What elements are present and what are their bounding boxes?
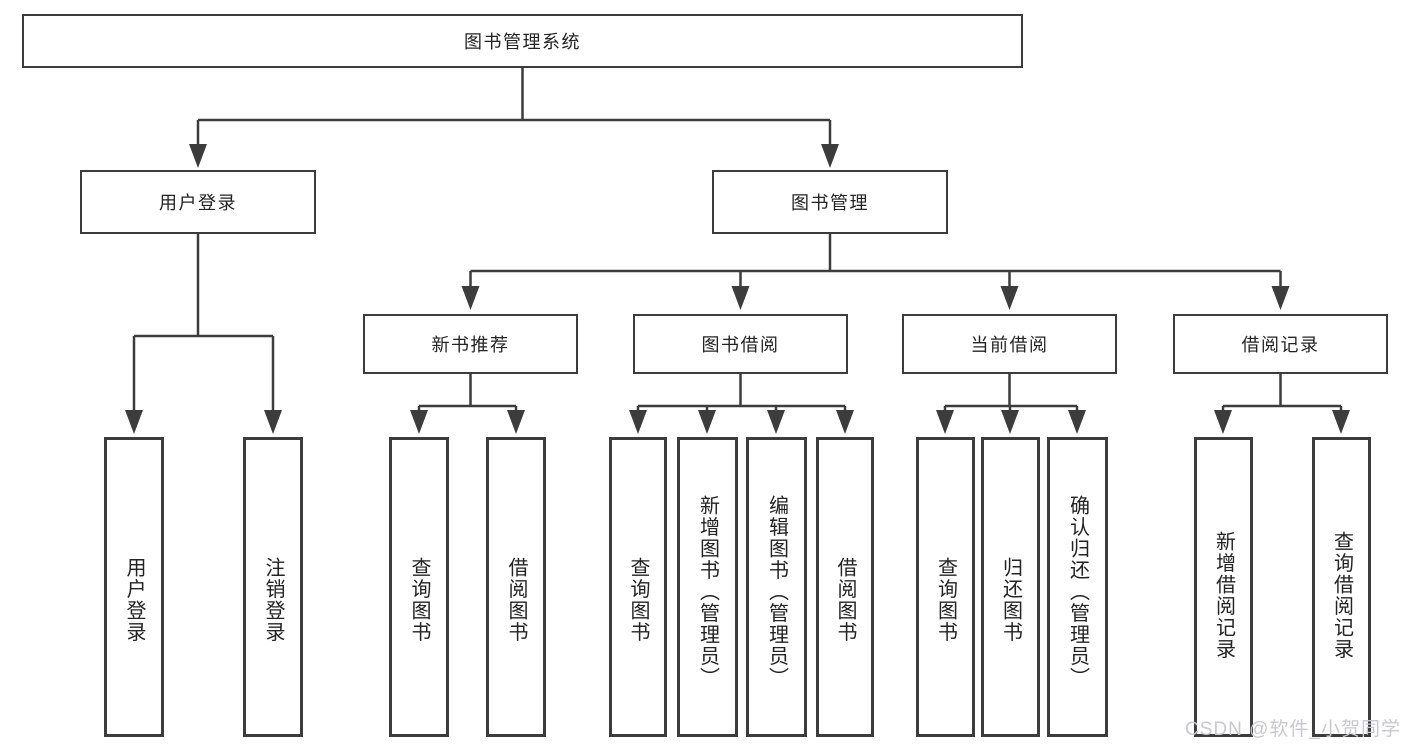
watermark-text: CSDN @软件_小贺同学 (1185, 719, 1401, 740)
leaf-user-login: 用户登录 (104, 437, 164, 737)
leaf-label: 查询图书 (627, 557, 649, 643)
node-label: 图书管理 (791, 193, 869, 213)
node-label: 用户登录 (159, 193, 237, 213)
leaf-label: 新增借阅记录 (1212, 531, 1235, 660)
arrow-down-icon (1068, 410, 1086, 434)
arrow-down-icon (461, 286, 480, 310)
arrow-down-icon (507, 410, 525, 434)
connector-current-borrowing (943, 374, 1079, 412)
leaf-confirm-return-admin: 确认归还（管理员） (1047, 437, 1108, 737)
leaf-label: 新增图书（管理员） (696, 494, 719, 689)
node-book-borrowing: 图书借阅 (633, 314, 848, 374)
leaf-label: 查询图书 (408, 557, 430, 643)
node-label: 新书推荐 (431, 335, 510, 355)
arrow-down-icon (1332, 410, 1350, 434)
node-borrowing-records: 借阅记录 (1173, 314, 1388, 374)
arrow-down-icon (125, 410, 143, 434)
arrow-down-icon (1214, 410, 1232, 434)
leaf-return-books: 归还图书 (981, 437, 1040, 737)
connector-user-login (132, 234, 275, 412)
node-label: 借阅记录 (1241, 335, 1320, 355)
connector-new-book (417, 374, 518, 412)
leaf-query-books-new: 查询图书 (389, 437, 449, 737)
arrow-down-icon (410, 410, 428, 434)
leaf-query-borrow-record: 查询借阅记录 (1312, 437, 1371, 737)
node-book-management: 图书管理 (712, 170, 948, 234)
node-current-borrowing: 当前借阅 (902, 314, 1117, 374)
leaf-add-borrow-record: 新增借阅记录 (1194, 437, 1253, 737)
arrow-down-icon (731, 286, 750, 310)
leaf-label: 编辑图书（管理员） (765, 494, 788, 689)
node-new-book-recommendation: 新书推荐 (363, 314, 578, 374)
leaf-label: 用户登录 (123, 557, 145, 643)
leaf-borrow-books: 借阅图书 (816, 437, 874, 737)
node-label: 当前借阅 (970, 335, 1049, 355)
arrow-down-icon (836, 410, 854, 434)
node-label: 图书管理系统 (464, 32, 581, 52)
leaf-query-books-borrow: 查询图书 (609, 437, 667, 737)
arrow-down-icon (629, 410, 647, 434)
arrow-down-icon (1271, 286, 1290, 310)
leaf-label: 归还图书 (999, 557, 1022, 643)
connector-book-borrowing (636, 374, 847, 412)
arrow-down-icon (936, 410, 954, 434)
arrow-down-icon (767, 410, 785, 434)
arrow-down-icon (821, 144, 839, 168)
arrow-down-icon (1000, 286, 1019, 310)
connector-book-management (469, 234, 1282, 288)
leaf-label: 确认归还（管理员） (1066, 494, 1089, 689)
node-user-login: 用户登录 (80, 170, 316, 234)
leaf-label: 借阅图书 (834, 557, 856, 643)
arrow-down-icon (189, 144, 207, 168)
arrow-down-icon (264, 410, 282, 434)
leaf-label: 借阅图书 (505, 557, 527, 643)
arrowheads (125, 144, 1350, 434)
leaf-query-books-current: 查询图书 (916, 437, 975, 737)
leaf-add-books-admin: 新增图书（管理员） (677, 437, 738, 737)
leaf-edit-books-admin: 编辑图书（管理员） (746, 437, 807, 737)
arrow-down-icon (1001, 410, 1019, 434)
arrow-down-icon (698, 410, 716, 434)
connector-borrowing-records (1221, 374, 1343, 412)
node-label: 图书借阅 (701, 335, 780, 355)
leaf-label: 查询借阅记录 (1330, 531, 1353, 660)
leaf-logout: 注销登录 (243, 437, 303, 737)
leaf-borrow-books-new: 借阅图书 (486, 437, 546, 737)
connector-root (196, 68, 832, 146)
leaf-label: 注销登录 (262, 557, 284, 643)
leaf-label: 查询图书 (934, 557, 957, 643)
node-library-management-system: 图书管理系统 (22, 14, 1023, 68)
